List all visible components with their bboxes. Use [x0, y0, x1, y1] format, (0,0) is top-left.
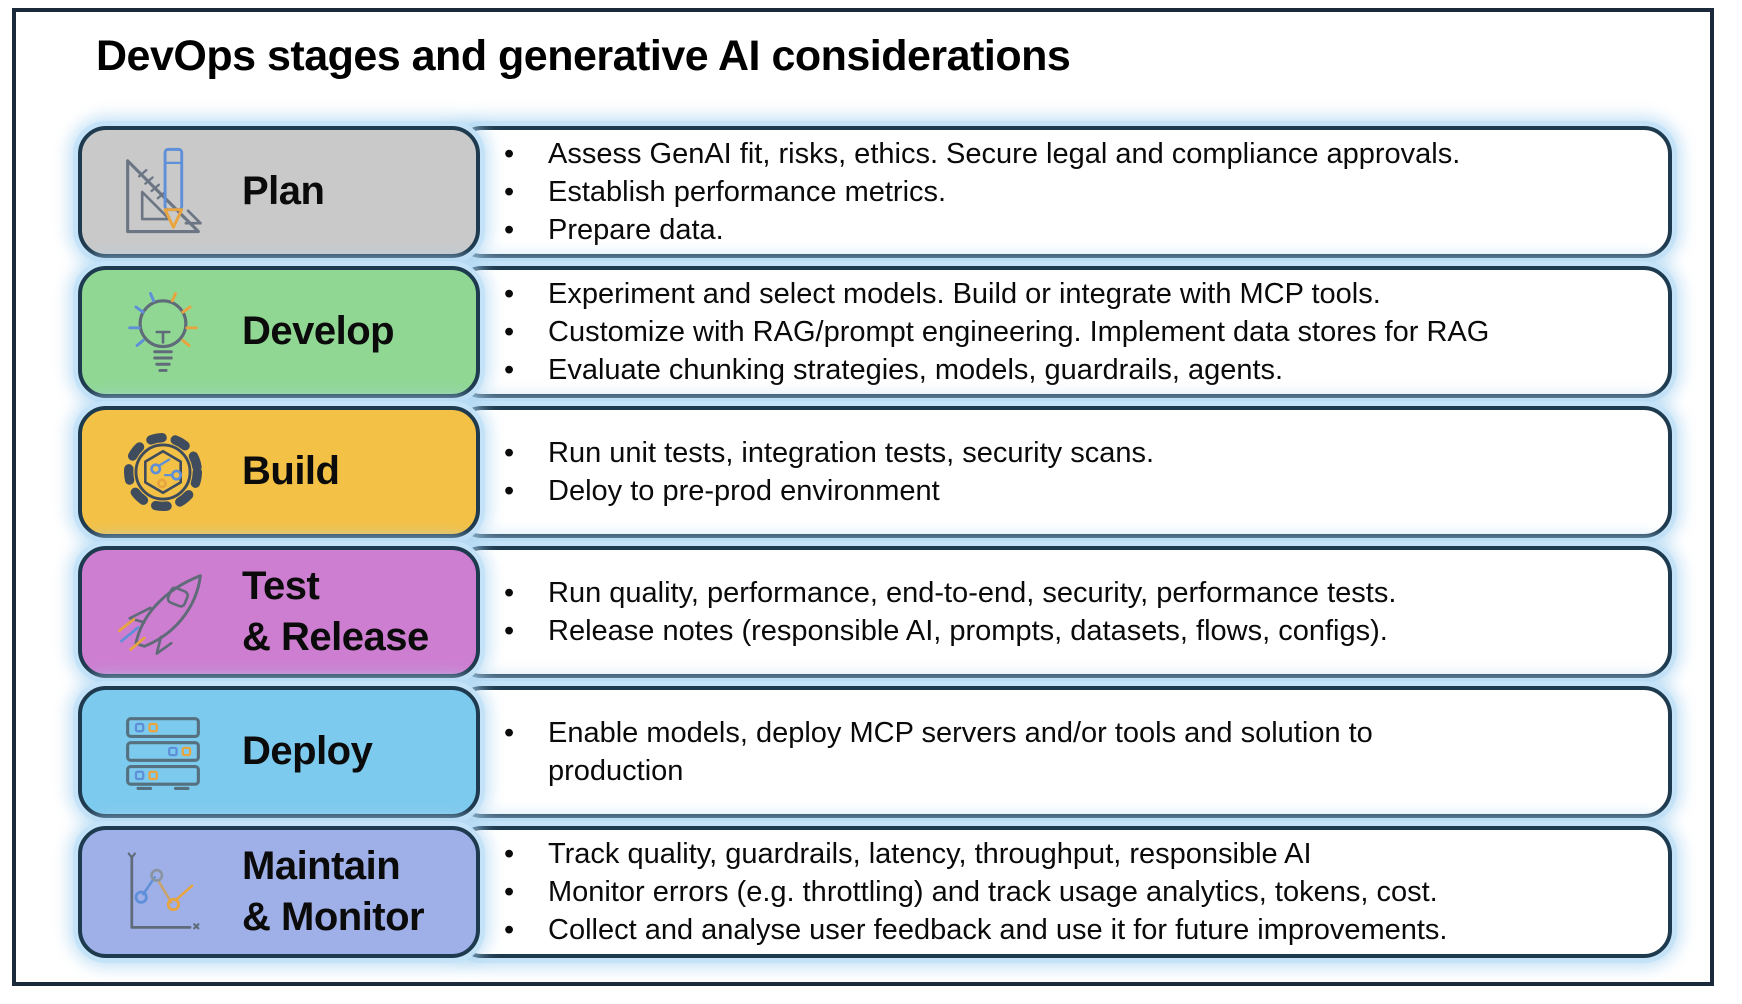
rocket-icon — [108, 560, 218, 664]
ruler-pencil-icon — [108, 140, 218, 244]
stage-label: Deploy — [242, 729, 373, 774]
stage-row-deploy: Deploy Enable models, deploy MCP servers… — [78, 686, 1672, 818]
page-title: DevOps stages and generative AI consider… — [96, 32, 1071, 80]
bullet-item: Prepare data. — [502, 211, 1644, 249]
bullet-item: Run unit tests, integration tests, secur… — [502, 434, 1644, 472]
line-chart-icon — [108, 840, 218, 944]
stage-box-build: Build — [78, 406, 480, 538]
lightbulb-icon — [108, 280, 218, 384]
bullet-item: Customize with RAG/prompt engineering. I… — [502, 313, 1644, 351]
bullet-item: Deloy to pre-prod environment — [502, 472, 1644, 510]
stage-row-plan: Plan Assess GenAI fit, risks, ethics. Se… — [78, 126, 1672, 258]
bullet-list: Assess GenAI fit, risks, ethics. Secure … — [502, 135, 1644, 249]
bullet-item: Evaluate chunking strategies, models, gu… — [502, 351, 1644, 389]
stage-box-plan: Plan — [78, 126, 480, 258]
stage-content-maintain-monitor: Track quality, guardrails, latency, thro… — [454, 826, 1672, 958]
stage-content-deploy: Enable models, deploy MCP servers and/or… — [454, 686, 1672, 818]
stage-row-maintain-monitor: Maintain & Monitor Track quality, guardr… — [78, 826, 1672, 958]
bullet-item: Assess GenAI fit, risks, ethics. Secure … — [502, 135, 1644, 173]
bullet-list: Run unit tests, integration tests, secur… — [502, 434, 1644, 510]
stage-box-maintain-monitor: Maintain & Monitor — [78, 826, 480, 958]
bullet-list: Experiment and select models. Build or i… — [502, 275, 1644, 389]
bullet-item: Release notes (responsible AI, prompts, … — [502, 612, 1644, 650]
stage-row-test-release: Test & Release Run quality, performance,… — [78, 546, 1672, 678]
server-stack-icon — [108, 700, 218, 804]
stage-content-test-release: Run quality, performance, end-to-end, se… — [454, 546, 1672, 678]
stage-rows: Plan Assess GenAI fit, risks, ethics. Se… — [78, 126, 1672, 958]
stage-content-build: Run unit tests, integration tests, secur… — [454, 406, 1672, 538]
stage-label: Plan — [242, 169, 325, 214]
bullet-item: Run quality, performance, end-to-end, se… — [502, 574, 1644, 612]
bullet-item: Monitor errors (e.g. throttling) and tra… — [502, 873, 1644, 911]
stage-row-develop: Develop Experiment and select models. Bu… — [78, 266, 1672, 398]
bullet-item: Establish performance metrics. — [502, 173, 1644, 211]
bullet-list: Enable models, deploy MCP servers and/or… — [502, 714, 1644, 790]
stage-box-develop: Develop — [78, 266, 480, 398]
bullet-item: Collect and analyse user feedback and us… — [502, 911, 1644, 949]
bullet-item: Track quality, guardrails, latency, thro… — [502, 835, 1644, 873]
stage-row-build: Build Run unit tests, integration tests,… — [78, 406, 1672, 538]
stage-box-test-release: Test & Release — [78, 546, 480, 678]
stage-label: Test & Release — [242, 563, 429, 659]
bullet-list: Run quality, performance, end-to-end, se… — [502, 574, 1644, 650]
stage-content-plan: Assess GenAI fit, risks, ethics. Secure … — [454, 126, 1672, 258]
bullet-item: Experiment and select models. Build or i… — [502, 275, 1644, 313]
stage-label: Maintain & Monitor — [242, 843, 425, 939]
stage-content-develop: Experiment and select models. Build or i… — [454, 266, 1672, 398]
stage-label: Build — [242, 449, 340, 494]
gear-icon — [108, 420, 218, 524]
bullet-item: Enable models, deploy MCP servers and/or… — [502, 714, 1644, 790]
bullet-list: Track quality, guardrails, latency, thro… — [502, 835, 1644, 949]
stage-box-deploy: Deploy — [78, 686, 480, 818]
stage-label: Develop — [242, 309, 395, 354]
